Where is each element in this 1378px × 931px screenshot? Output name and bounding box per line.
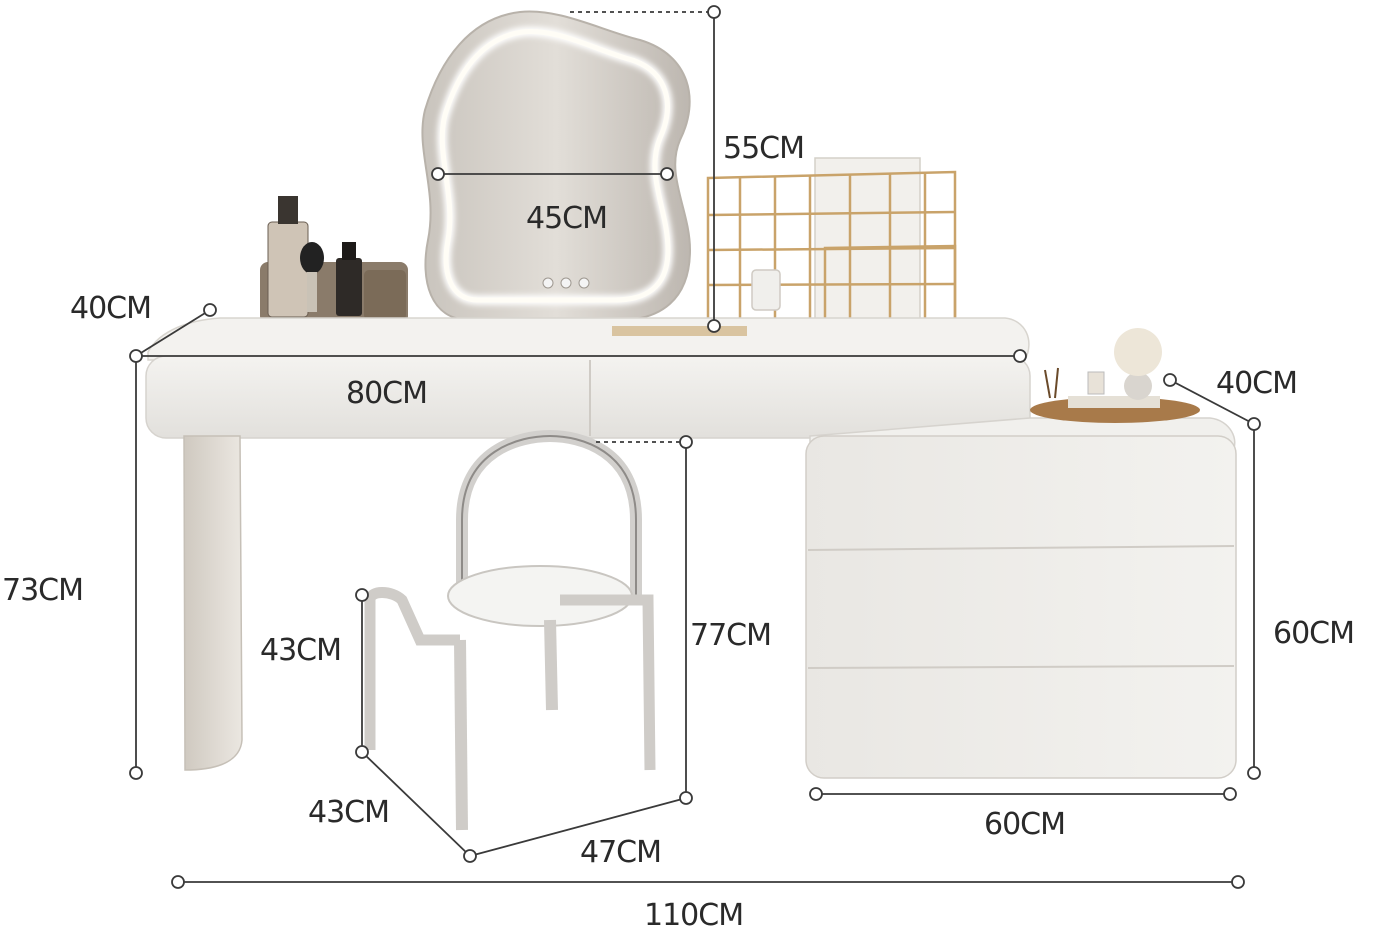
mirror-width-label: 45CM — [526, 201, 607, 236]
candle — [1087, 371, 1105, 395]
touch-button-1 — [542, 277, 554, 289]
desk-leg — [183, 435, 243, 771]
perfume-bottle — [267, 221, 309, 318]
diffuser-stick — [1054, 367, 1059, 399]
endpoint — [1013, 349, 1027, 363]
endpoint — [463, 849, 477, 863]
chair-back-highlight — [461, 434, 637, 600]
endpoint — [355, 745, 369, 759]
book — [1068, 396, 1160, 408]
chair-width-line — [469, 797, 687, 857]
dimension-endpoints — [129, 5, 1261, 889]
diffuser-stick — [1044, 369, 1051, 399]
side-cabinet — [805, 328, 1237, 779]
endpoint — [431, 167, 445, 181]
chair-arm-right — [559, 594, 656, 771]
chair-leg-back — [544, 619, 558, 711]
endpoint — [1163, 373, 1177, 387]
endpoint — [171, 875, 185, 889]
desk-front — [145, 355, 1031, 439]
chair-height-label: 77CM — [690, 618, 771, 653]
wooden-board — [612, 326, 747, 336]
desk-width-label: 80CM — [346, 376, 427, 411]
wire-organizer — [706, 157, 957, 322]
desk-depth-label: 40CM — [70, 291, 151, 326]
chair-width-label: 47CM — [580, 835, 661, 870]
desk-depth-line — [135, 309, 211, 357]
notepad — [814, 157, 921, 321]
small-bottle — [336, 258, 362, 316]
cabinet-depth-line — [1169, 379, 1255, 425]
desk-height-label: 73CM — [2, 573, 83, 608]
endpoint — [129, 766, 143, 780]
cabinet-drawer-line-1 — [807, 545, 1235, 551]
touch-button-3 — [578, 277, 590, 289]
chair-arm-left — [364, 587, 460, 750]
cup — [751, 269, 781, 311]
compact-box — [364, 270, 406, 320]
endpoint — [1247, 766, 1261, 780]
vase — [1124, 372, 1152, 400]
endpoint — [707, 319, 721, 333]
endpoint — [203, 303, 217, 317]
grid-line — [707, 210, 956, 217]
endpoint — [129, 349, 143, 363]
endpoint — [679, 435, 693, 449]
mirror-led-strip — [439, 29, 671, 303]
touch-button-2 — [560, 277, 572, 289]
endpoint — [707, 5, 721, 19]
endpoint — [1231, 875, 1245, 889]
endpoint — [355, 588, 369, 602]
dimension-labels: 55CM 45CM 40CM 80CM 73CM 43CM 77CM 43CM … — [2, 131, 1355, 931]
mirror-frame — [421, 10, 692, 321]
desk — [145, 317, 1031, 771]
cabinet-body — [805, 435, 1237, 779]
chair-seat-height-label: 43CM — [260, 633, 341, 668]
chair-depth-line — [361, 751, 471, 857]
cabinet-height-label: 60CM — [1273, 616, 1354, 651]
perfume-cap — [278, 196, 298, 224]
cabinet-depth-label: 40CM — [1216, 366, 1297, 401]
small-bottle-cap — [342, 242, 356, 260]
chair-leg-front-left — [454, 639, 468, 831]
endpoint — [660, 167, 674, 181]
dried-flowers — [1114, 328, 1162, 376]
mirror-height-label: 55CM — [723, 131, 804, 166]
chair-depth-label: 43CM — [308, 795, 389, 830]
cabinet-width-label: 60CM — [984, 807, 1065, 842]
cosmetics-tray — [260, 196, 408, 324]
grid-line — [707, 282, 956, 287]
dimension-lines — [135, 11, 1255, 883]
endpoint — [1247, 417, 1261, 431]
acrylic-chair — [364, 429, 656, 831]
led-mirror — [421, 10, 692, 321]
endpoint — [1223, 787, 1237, 801]
makeup-brush — [300, 242, 324, 274]
endpoint — [809, 787, 823, 801]
endpoint — [679, 791, 693, 805]
brush-handle — [307, 272, 317, 312]
total-width-label: 110CM — [644, 898, 743, 931]
desk-top — [147, 317, 1030, 361]
cabinet-drawer-line-2 — [807, 665, 1235, 669]
